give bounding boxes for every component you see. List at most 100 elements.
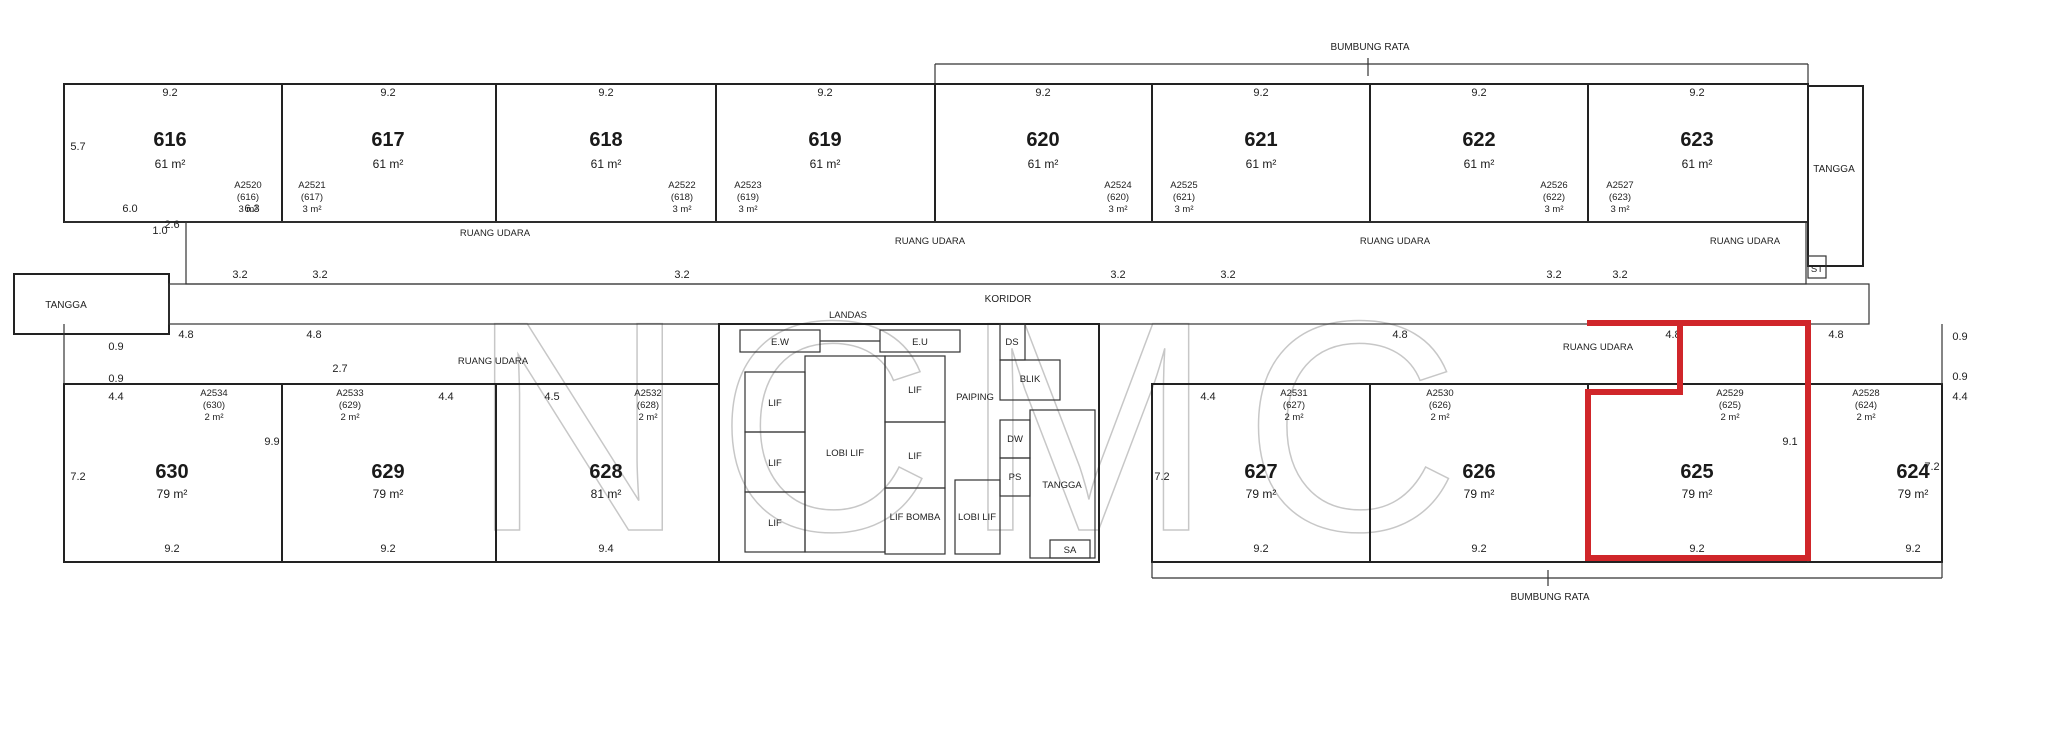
svg-text:4.8: 4.8: [178, 329, 193, 341]
lift-bomba: LIF BOMBA: [890, 512, 941, 523]
svg-text:4.8: 4.8: [1828, 329, 1843, 341]
svg-text:4.8: 4.8: [1392, 329, 1407, 341]
svg-text:79 m²: 79 m²: [1898, 487, 1929, 501]
svg-text:(617): (617): [301, 192, 323, 203]
top-unit-619[interactable]: 619 61 m² 9.2 A2523 (619) 3 m²: [734, 87, 841, 215]
svg-text:(618): (618): [671, 192, 693, 203]
svg-text:79 m²: 79 m²: [1682, 487, 1713, 501]
svg-text:2.6: 2.6: [164, 219, 179, 231]
svg-text:(619): (619): [737, 192, 759, 203]
svg-text:2 m²: 2 m²: [1285, 412, 1304, 423]
svg-text:3 m²: 3 m²: [1175, 204, 1194, 215]
top-unit-618[interactable]: 618 61 m² 9.2 A2522 (618) 3 m²: [589, 87, 695, 215]
svg-text:61 m²: 61 m²: [1246, 157, 1277, 171]
svg-text:630: 630: [155, 461, 188, 483]
svg-text:A2527: A2527: [1606, 180, 1633, 191]
svg-text:A2529: A2529: [1716, 388, 1743, 399]
top-unit-617[interactable]: 617 61 m² 9.2 A2521 (617) 3 m²: [298, 87, 404, 215]
bottom-unit-628[interactable]: 628 81 m² 9.4 A2532 (628) 2 m²: [589, 388, 661, 555]
bottom-unit-625[interactable]: 625 79 m² 9.2 9.1 A2529 (625) 2 m²: [1585, 320, 1811, 561]
svg-text:4.4: 4.4: [438, 391, 453, 403]
svg-text:9.2: 9.2: [817, 87, 832, 99]
svg-text:4.8: 4.8: [306, 329, 321, 341]
svg-text:A2531: A2531: [1280, 388, 1307, 399]
svg-text:A2532: A2532: [634, 388, 661, 399]
svg-text:7.2: 7.2: [1924, 461, 1939, 473]
svg-text:61 m²: 61 m²: [591, 157, 622, 171]
svg-text:79 m²: 79 m²: [373, 487, 404, 501]
svg-text:(620): (620): [1107, 192, 1129, 203]
svg-text:ST: ST: [1811, 264, 1823, 275]
svg-text:A2522: A2522: [668, 180, 695, 191]
bottom-unit-629[interactable]: 629 79 m² 9.2 A2533 (629) 2 m²: [336, 388, 404, 555]
top-unit-623[interactable]: 623 61 m² 9.2 A2527 (623) 3 m²: [1606, 87, 1713, 215]
svg-text:3 m²: 3 m²: [239, 204, 258, 215]
svg-text:9.4: 9.4: [598, 543, 613, 555]
stairs-left-label: TANGGA: [45, 300, 87, 311]
svg-text:0.9: 0.9: [108, 373, 123, 385]
svg-text:(628): (628): [637, 400, 659, 411]
roof-flat-top-label: BUMBUNG RATA: [1330, 42, 1409, 53]
roof-flat-bottom-label: BUMBUNG RATA: [1510, 592, 1589, 603]
svg-text:9.2: 9.2: [164, 543, 179, 555]
svg-text:625: 625: [1680, 461, 1713, 483]
svg-text:A2521: A2521: [298, 180, 325, 191]
lift-1: LIF: [768, 398, 782, 409]
svg-text:6.0: 6.0: [122, 203, 137, 215]
svg-text:DS: DS: [1005, 337, 1018, 348]
top-unit-616[interactable]: 616 61 m² 9.2 5.7 A2520 (616) 3 m²: [70, 87, 261, 215]
svg-text:E.W: E.W: [771, 337, 789, 348]
svg-text:9.2: 9.2: [1471, 87, 1486, 99]
svg-text:0.9: 0.9: [1952, 371, 1967, 383]
svg-text:61 m²: 61 m²: [1464, 157, 1495, 171]
svg-text:7.2: 7.2: [1154, 471, 1169, 483]
top-unit-620[interactable]: 620 61 m² 9.2 A2524 (620) 3 m²: [1026, 87, 1131, 215]
svg-text:E.U: E.U: [912, 337, 928, 348]
svg-text:(629): (629): [339, 400, 361, 411]
svg-text:79 m²: 79 m²: [1246, 487, 1277, 501]
svg-text:(623): (623): [1609, 192, 1631, 203]
svg-text:627: 627: [1244, 461, 1277, 483]
stairs-left: [13, 273, 170, 335]
svg-text:A2533: A2533: [336, 388, 363, 399]
svg-text:9.2: 9.2: [1471, 543, 1486, 555]
lift-3: LIF: [768, 518, 782, 529]
svg-text:3 m²: 3 m²: [1611, 204, 1630, 215]
svg-text:9.2: 9.2: [1689, 543, 1704, 555]
svg-text:3.2: 3.2: [674, 269, 689, 281]
bottom-unit-627[interactable]: 627 79 m² 9.2 7.2 A2531 (627) 2 m²: [1154, 388, 1307, 555]
bottom-unit-630[interactable]: 630 79 m² 9.2 7.2 9.9 A2534 (630) 2 m²: [70, 388, 279, 555]
svg-text:9.9: 9.9: [264, 436, 279, 448]
stairs-right-top: [1807, 85, 1864, 267]
svg-text:623: 623: [1680, 129, 1713, 151]
svg-text:A2525: A2525: [1170, 180, 1197, 191]
svg-text:9.2: 9.2: [598, 87, 613, 99]
air-space-2: RUANG UDARA: [895, 236, 966, 247]
air-space-6: RUANG UDARA: [1563, 342, 1634, 353]
bottom-unit-624[interactable]: 624 79 m² 9.2 7.2 A2528 (624) 2 m²: [1852, 388, 1939, 555]
svg-text:9.1: 9.1: [1782, 436, 1797, 448]
lift-5: LIF: [908, 451, 922, 462]
svg-text:2 m²: 2 m²: [639, 412, 658, 423]
top-unit-622[interactable]: 622 61 m² 9.2 A2526 (622) 3 m²: [1462, 87, 1567, 215]
svg-text:624: 624: [1896, 461, 1930, 483]
svg-text:9.2: 9.2: [380, 543, 395, 555]
svg-text:61 m²: 61 m²: [373, 157, 404, 171]
svg-text:A2534: A2534: [200, 388, 227, 399]
svg-text:4.4: 4.4: [1200, 391, 1215, 403]
watermark: NCMC: [470, 258, 1490, 594]
svg-text:6.3: 6.3: [244, 203, 259, 215]
bottom-unit-626[interactable]: 626 79 m² 9.2 A2530 (626) 2 m²: [1426, 388, 1495, 555]
top-unit-621[interactable]: 621 61 m² 9.2 A2525 (621) 3 m²: [1170, 87, 1277, 215]
svg-text:3 m²: 3 m²: [739, 204, 758, 215]
svg-text:626: 626: [1462, 461, 1495, 483]
lift-lobby: LOBI LIF: [826, 448, 864, 459]
svg-text:PS: PS: [1009, 472, 1022, 483]
svg-text:616: 616: [153, 129, 186, 151]
svg-text:2 m²: 2 m²: [1431, 412, 1450, 423]
svg-text:3.2: 3.2: [232, 269, 247, 281]
svg-text:9.2: 9.2: [1035, 87, 1050, 99]
svg-text:(616): (616): [237, 192, 259, 203]
svg-text:(630): (630): [203, 400, 225, 411]
